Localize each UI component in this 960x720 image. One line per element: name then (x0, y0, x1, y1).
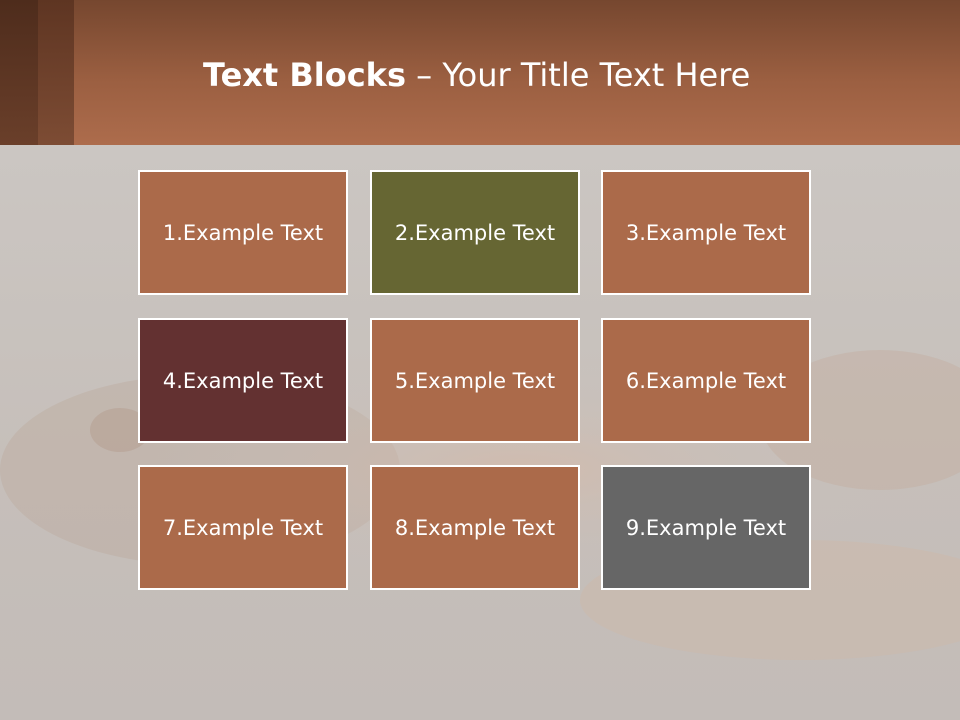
title-bold-text: Text Blocks (203, 56, 406, 94)
text-block-7[interactable]: 7.Example Text (138, 465, 348, 590)
header-stripe (0, 0, 38, 145)
header-bar (0, 0, 960, 145)
text-block-8[interactable]: 8.Example Text (370, 465, 580, 590)
title-rest-text: Your Title Text Here (442, 56, 751, 94)
title-separator: – (406, 56, 443, 94)
text-block-grid: 1.Example Text 2.Example Text 3.Example … (138, 170, 815, 594)
text-block-3[interactable]: 3.Example Text (601, 170, 811, 295)
text-block-5[interactable]: 5.Example Text (370, 318, 580, 443)
text-block-6[interactable]: 6.Example Text (601, 318, 811, 443)
text-block-1[interactable]: 1.Example Text (138, 170, 348, 295)
text-block-2[interactable]: 2.Example Text (370, 170, 580, 295)
text-block-4[interactable]: 4.Example Text (138, 318, 348, 443)
text-block-9[interactable]: 9.Example Text (601, 465, 811, 590)
slide-title[interactable]: Text Blocks – Your Title Text Here (203, 52, 750, 102)
header-stripe (38, 0, 74, 145)
